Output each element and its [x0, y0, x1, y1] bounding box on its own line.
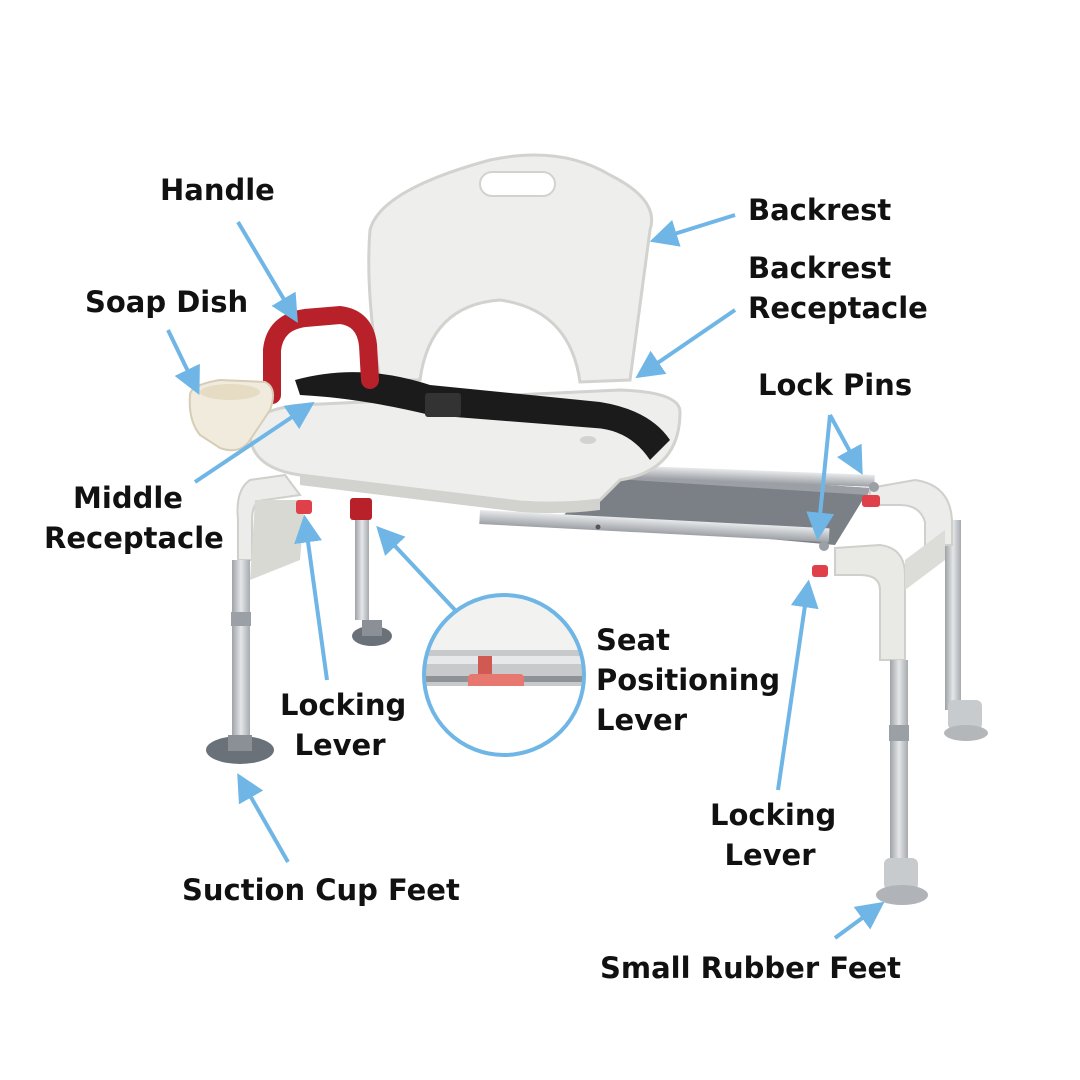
arrow-icon: [635, 308, 737, 379]
label-suction-cup-feet: Suction Cup Feet: [182, 873, 460, 907]
arrow-icon: [649, 213, 736, 247]
arrow-icon: [294, 514, 329, 681]
arrow-icon: [833, 901, 885, 940]
arrow-icon: [776, 579, 819, 791]
right-leg-frame: [812, 478, 953, 905]
label-locking-lever-left: Locking Lever: [280, 688, 407, 762]
arrow-icon: [376, 525, 457, 612]
label-lock-pins: Lock Pins: [758, 368, 913, 402]
label-handle: Handle: [160, 173, 275, 207]
back-legs: [352, 500, 988, 741]
zoom-detail-circle: [422, 593, 586, 757]
arrow-icon: [166, 329, 200, 396]
transfer-bench-illustration: [188, 153, 988, 905]
left-front-leg: [206, 473, 312, 764]
arrow-icon: [806, 414, 835, 541]
backrest-part: [367, 153, 654, 384]
seat-positioning-lever-part: [350, 498, 372, 520]
red-handle-part: [263, 305, 379, 404]
label-backrest: Backrest: [748, 193, 892, 227]
label-backrest-receptacle: Backrest Receptacle: [748, 251, 928, 325]
label-seat-positioning-lever: Seat Positioning Lever: [596, 623, 781, 737]
label-small-rubber-feet: Small Rubber Feet: [600, 951, 902, 985]
arrow-icon: [236, 220, 298, 323]
arrow-icon: [828, 414, 863, 475]
sliding-rails: [479, 464, 875, 543]
arrow-icon: [237, 773, 290, 863]
label-locking-lever-right: Locking Lever: [710, 798, 837, 872]
seat-belt-strap: [295, 372, 670, 460]
soap-dish-part: [188, 378, 275, 452]
callout-arrows: [166, 213, 885, 940]
arrow-icon: [193, 401, 315, 484]
label-soap-dish: Soap Dish: [85, 285, 249, 319]
label-middle-receptacle: Middle Receptacle: [44, 481, 224, 555]
